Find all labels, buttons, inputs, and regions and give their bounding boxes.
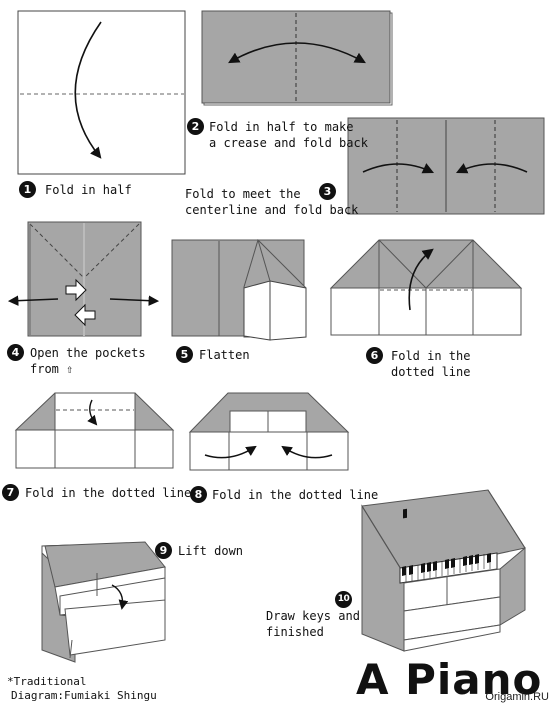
step2-caption-line2: a crease and fold back	[209, 136, 368, 150]
step10-caption-line2: finished	[266, 625, 324, 639]
step6-figure	[329, 239, 523, 336]
step-number-3: 3	[319, 183, 336, 200]
step3-caption-line1: Fold to meet the	[185, 187, 301, 201]
step-number-4: 4	[7, 344, 24, 361]
step4-caption-line2: from ⇧	[30, 362, 74, 376]
step10-caption-line1: Draw keys and	[266, 609, 360, 623]
step-number-5: 5	[176, 346, 193, 363]
step8-caption: Fold in the dotted line	[212, 488, 379, 502]
step-number-9: 9	[155, 542, 172, 559]
step-number-2: 2	[187, 118, 204, 135]
step2-figure	[201, 10, 393, 106]
step3-figure	[347, 117, 545, 215]
step10-figure	[361, 489, 526, 652]
step-number-6: 6	[366, 347, 383, 364]
step8-figure	[188, 392, 350, 471]
step-number-1: 1	[19, 181, 36, 198]
step9-figure	[41, 541, 166, 663]
step7-caption: Fold in the dotted line	[25, 486, 192, 500]
site-watermark: Origamin.RU	[485, 691, 549, 703]
step1-figure	[17, 10, 186, 175]
step-number-10: 10	[335, 591, 352, 608]
step5-caption: Flatten	[199, 348, 250, 362]
credit-line-2: Diagram:Fumiaki Shingu	[11, 689, 157, 702]
step5-figure	[171, 239, 307, 341]
step4-caption-line1: Open the pockets	[30, 346, 146, 360]
step2-caption-line1: Fold in half to make	[209, 120, 354, 134]
step4-figure	[7, 221, 160, 337]
step-number-7: 7	[2, 484, 19, 501]
step7-figure	[14, 392, 175, 469]
step1-caption: Fold in half	[45, 183, 132, 197]
step3-caption-line2: centerline and fold back	[185, 203, 359, 217]
step6-caption-line2: dotted line	[391, 365, 471, 379]
page-title: A Piano	[356, 655, 543, 704]
piano-black-keys	[403, 508, 407, 519]
credit-line-1: *Traditional	[7, 675, 87, 688]
step-number-8: 8	[190, 486, 207, 503]
step6-caption-line1: Fold in the	[391, 349, 471, 363]
step9-caption: Lift down	[178, 544, 244, 558]
credit: *Traditional Diagram:Fumiaki Shingu	[7, 675, 157, 703]
